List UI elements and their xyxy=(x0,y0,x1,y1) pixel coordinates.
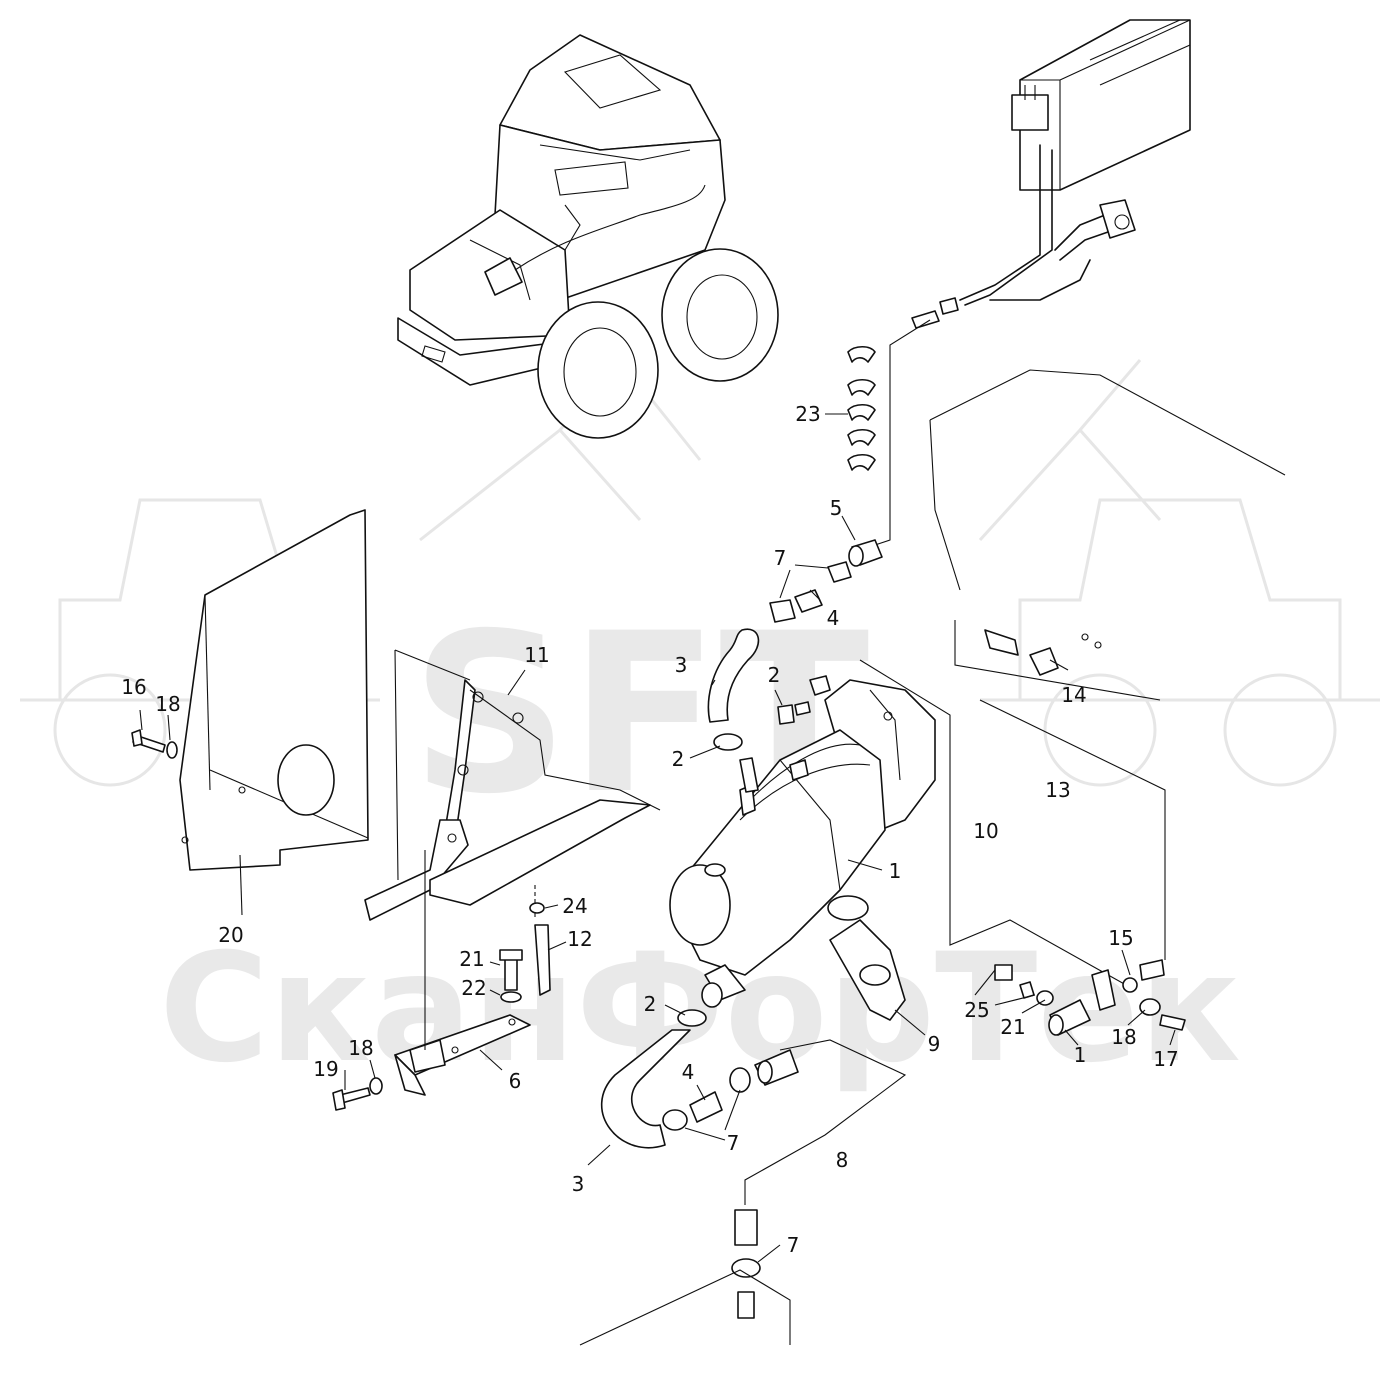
callout-8: 8 xyxy=(836,1148,849,1172)
fuel-tank-outline xyxy=(929,369,1286,591)
spring-guard-part-23 xyxy=(847,345,876,471)
callout-7b: 7 xyxy=(727,1131,740,1155)
callout-19: 19 xyxy=(313,1057,338,1081)
exhaust-pipe-part-9 xyxy=(829,919,906,1021)
side-panel-part-20 xyxy=(179,509,369,871)
callout-4b: 4 xyxy=(682,1060,695,1084)
callout-18a: 18 xyxy=(155,692,180,716)
callout-18c: 18 xyxy=(348,1036,373,1060)
callout-leaders xyxy=(139,413,1176,1263)
leader-hose-top xyxy=(874,319,931,546)
callout-labels: 23 5 7 4 3 2 2 11 16 18 14 13 10 1 20 24… xyxy=(121,402,1178,1257)
bolt-part-19 xyxy=(332,1087,371,1111)
callout-3a: 3 xyxy=(675,653,688,677)
bracket-part-6 xyxy=(394,850,531,1096)
callout-1b: 1 xyxy=(1074,1043,1087,1067)
clamp-part-2b xyxy=(777,675,831,725)
callout-18b: 18 xyxy=(1111,1025,1136,1049)
callout-16: 16 xyxy=(121,675,146,699)
callout-24: 24 xyxy=(562,894,587,918)
leader-outline-14 xyxy=(954,620,1161,701)
callout-15: 15 xyxy=(1108,926,1133,950)
callout-12: 12 xyxy=(567,927,592,951)
hose-upper-part-3 xyxy=(707,628,760,723)
callout-1a: 1 xyxy=(889,859,902,883)
callout-21a: 21 xyxy=(459,947,484,971)
callout-5: 5 xyxy=(830,496,843,520)
callout-23: 23 xyxy=(795,402,820,426)
lower-hose-parts xyxy=(662,1049,799,1131)
cab-heater-unit xyxy=(1011,19,1191,191)
callout-2a: 2 xyxy=(768,663,781,687)
callout-11: 11 xyxy=(524,643,549,667)
callout-9: 9 xyxy=(928,1032,941,1056)
callout-20: 20 xyxy=(218,923,243,947)
clamp-part-2c xyxy=(677,1009,707,1027)
callout-21b: 21 xyxy=(1000,1015,1025,1039)
callout-4a: 4 xyxy=(827,606,840,630)
bolt-part-21a xyxy=(499,949,523,991)
leader-outline-10 xyxy=(859,659,1136,991)
clamp-part-2a xyxy=(713,733,759,793)
clamp-part-1a xyxy=(827,895,869,921)
callout-7c: 7 xyxy=(787,1233,800,1257)
callout-17: 17 xyxy=(1153,1047,1178,1071)
callout-13: 13 xyxy=(1045,778,1070,802)
callout-6: 6 xyxy=(509,1069,522,1093)
engine-heater-part-1 xyxy=(669,679,936,1008)
machine-illustration xyxy=(397,34,779,439)
mounting-bracket-part-11 xyxy=(364,649,661,921)
hose-lower-part-3 xyxy=(601,1029,691,1149)
fuel-connector-part-14 xyxy=(984,629,1102,676)
right-fittings xyxy=(994,959,1186,1036)
hose-part-12 xyxy=(534,885,551,996)
watermark-excavator xyxy=(419,357,1162,542)
callout-10: 10 xyxy=(973,819,998,843)
callout-7a: 7 xyxy=(774,546,787,570)
callout-22: 22 xyxy=(461,976,486,1000)
clamp-part-24 xyxy=(529,902,545,914)
washer-part-18c xyxy=(369,1077,383,1095)
callout-3b: 3 xyxy=(572,1172,585,1196)
callout-2c: 2 xyxy=(644,992,657,1016)
tank-connector-bottom xyxy=(579,1209,791,1346)
leader-line-13 xyxy=(979,699,1166,960)
watermark-tractor-right xyxy=(980,498,1380,787)
washer-part-22 xyxy=(500,991,522,1003)
bolt-part-16 xyxy=(131,729,166,753)
leader-outline-8 xyxy=(744,1039,907,1205)
washer-part-18a xyxy=(166,741,178,759)
callout-14: 14 xyxy=(1061,683,1086,707)
callout-25: 25 xyxy=(964,998,989,1022)
callout-2b: 2 xyxy=(672,747,685,771)
heater-pipes xyxy=(959,144,1136,306)
small-coupling-top xyxy=(911,297,959,329)
